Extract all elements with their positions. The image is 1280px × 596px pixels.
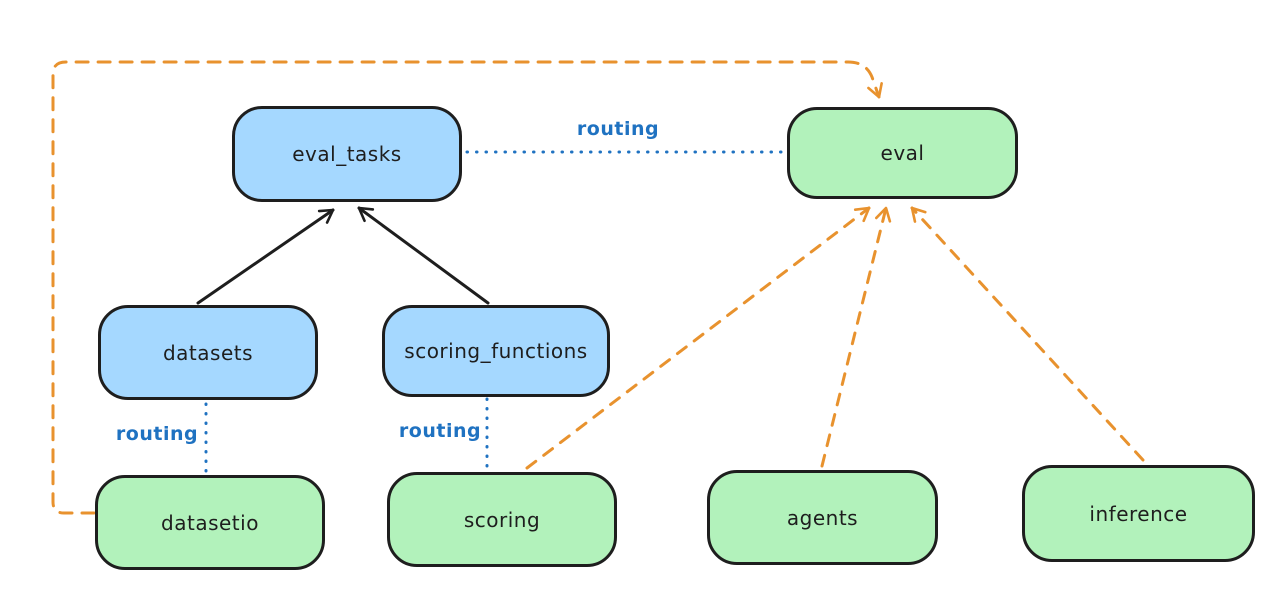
edge-agents-to-eval: [820, 206, 892, 468]
routing-label-datasets-datasetio: routing: [115, 423, 199, 445]
edge-datasets-to-eval-tasks: [196, 208, 335, 305]
node-datasetio: datasetio: [95, 475, 325, 570]
node-eval: eval: [787, 107, 1018, 199]
node-datasets-label: datasets: [162, 340, 254, 365]
node-eval-tasks: eval_tasks: [232, 106, 462, 202]
node-scoring-label: scoring: [463, 507, 541, 532]
edge-datasetio-to-eval-loop: [51, 60, 883, 515]
node-datasetio-label: datasetio: [161, 510, 259, 535]
edge-inference-to-eval: [910, 206, 1145, 462]
node-agents-label: agents: [786, 505, 859, 530]
node-eval-label: eval: [880, 141, 925, 165]
routing-label-eval-tasks-eval: routing: [576, 118, 660, 140]
routing-label-scoring-functions-scoring: routing: [398, 420, 482, 442]
node-scoring-functions: scoring_functions: [382, 305, 610, 397]
node-inference: inference: [1022, 465, 1255, 562]
node-agents: agents: [707, 470, 938, 565]
node-datasets: datasets: [98, 305, 318, 400]
node-scoring-functions-label: scoring_functions: [404, 339, 588, 363]
node-scoring: scoring: [387, 472, 617, 567]
node-inference-label: inference: [1089, 501, 1188, 526]
node-eval-tasks-label: eval_tasks: [292, 142, 402, 166]
edge-scoring-functions-to-eval-tasks: [357, 206, 490, 305]
